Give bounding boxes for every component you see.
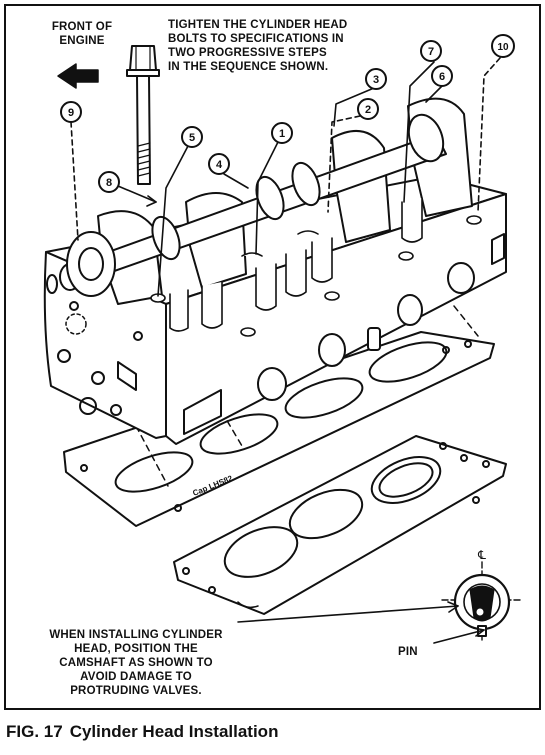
figure-frame: Cap LHS82: [4, 4, 541, 710]
sequence-leaders: [70, 57, 501, 297]
camshaft-leader-arrowhead: [447, 601, 459, 613]
alignment-lines: [135, 305, 479, 487]
callout-8-number: 8: [106, 177, 112, 189]
tighten-instruction: TIGHTEN THE CYLINDER HEAD BOLTS TO SPECI…: [168, 19, 348, 73]
callout-10-number: 10: [497, 42, 509, 53]
callout-2: 2: [357, 98, 379, 120]
callout-3-number: 3: [373, 74, 379, 86]
callout-5-number: 5: [189, 132, 195, 144]
bolt-holes: [150, 215, 482, 337]
callout-1: 1: [271, 122, 293, 144]
callout-5: 5: [181, 126, 203, 148]
pin-leader: [433, 629, 485, 644]
camshaft-instruction: WHEN INSTALLING CYLINDER HEAD, POSITION …: [49, 629, 223, 697]
callout-2-number: 2: [365, 104, 371, 116]
centerline-symbol: ℄: [477, 548, 486, 562]
figure-title: Cylinder Head Installation: [69, 722, 279, 741]
callout-3: 3: [365, 68, 387, 90]
front-arrow: [57, 63, 99, 89]
valve-springs: [169, 197, 423, 332]
callout-8: 8: [98, 171, 120, 193]
callout-4-number: 4: [216, 159, 223, 171]
callout-9: 9: [60, 101, 82, 123]
cylinder-head: [43, 175, 507, 445]
callout-1-number: 1: [279, 128, 285, 140]
callout-7-number: 7: [428, 46, 434, 58]
pin-leader-arrowhead: [473, 627, 485, 637]
callout-9-number: 9: [68, 107, 74, 119]
camshaft-leader: [237, 605, 459, 623]
pin-label: PIN: [398, 646, 418, 658]
upper-gasket: [63, 331, 495, 527]
figure-number: FIG. 17: [6, 722, 63, 741]
head-bolt: [126, 45, 160, 185]
camshaft: [46, 113, 447, 297]
callout-6: 6: [431, 65, 453, 87]
callout-6-number: 6: [439, 71, 445, 83]
front-of-engine-label: FRONT OF ENGINE: [51, 21, 113, 47]
callout-10: 10: [491, 34, 515, 58]
cylinder-head-illustration: Cap LHS82: [43, 34, 523, 644]
lower-gasket: [173, 435, 507, 615]
callout-4: 4: [208, 153, 230, 175]
figure-caption: FIG. 17 Cylinder Head Installation: [6, 722, 278, 742]
callout-7: 7: [420, 40, 442, 62]
